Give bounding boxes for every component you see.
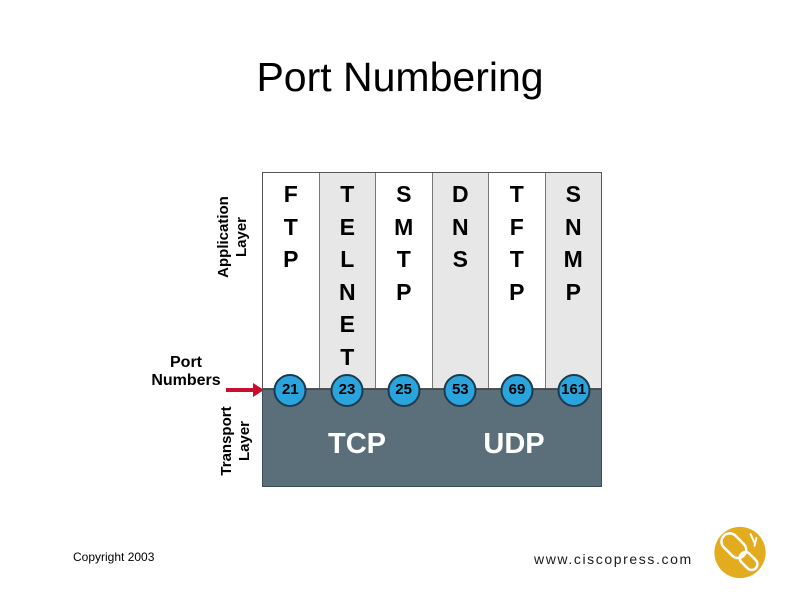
application-layer-line1: Application <box>215 196 232 278</box>
port-numbers-line2: Numbers <box>151 372 221 389</box>
port-circle-dns: 53 <box>443 374 477 407</box>
arrow-head <box>253 383 264 397</box>
arrow-shaft <box>226 388 253 392</box>
port-circle-telnet: 23 <box>330 374 364 407</box>
copyright-text: Copyright 2003 <box>73 550 155 564</box>
application-layer-line2: Layer <box>233 216 250 258</box>
port-circle-snmp: 161 <box>557 374 591 407</box>
port-circle-ftp: 21 <box>273 374 307 407</box>
port-numbers-line1: Port <box>170 354 202 371</box>
ciscopress-logo-icon <box>714 526 766 579</box>
transport-band: TCP UDP <box>262 389 602 487</box>
application-layer-label: Application Layer <box>215 172 253 302</box>
port-circle-tftp: 69 <box>500 374 534 407</box>
port-numbers-arrow-icon <box>226 383 264 397</box>
transport-layer-line1: Transport <box>218 406 235 476</box>
port-circle-smtp: 25 <box>387 374 421 407</box>
transport-layer-line2: Layer <box>236 420 253 462</box>
tcp-label: TCP <box>328 428 386 460</box>
transport-layer-label: Transport Layer <box>218 391 256 491</box>
port-numbers-label: Port Numbers <box>146 354 226 390</box>
website-text: www.ciscopress.com <box>534 551 693 567</box>
udp-label: UDP <box>483 428 545 460</box>
page-title: Port Numbering <box>256 54 544 100</box>
